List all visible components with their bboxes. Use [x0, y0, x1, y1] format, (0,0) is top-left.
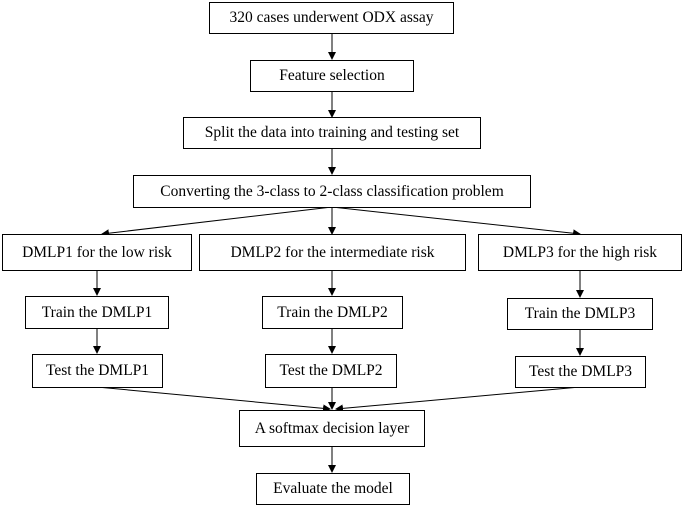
dmlp1-model-box: DMLP1 for the low risk — [2, 234, 192, 271]
step-evaluate-model: Evaluate the model — [256, 473, 410, 505]
test-dmlp1-box: Test the DMLP1 — [32, 354, 163, 388]
train-dmlp2-box: Train the DMLP2 — [262, 296, 403, 329]
step-split-data: Split the data into training and testing… — [183, 117, 481, 149]
train-dmlp1-box: Train the DMLP1 — [25, 296, 169, 329]
arrow-test1-to-softmax — [96, 386, 331, 413]
test-dmlp3-box: Test the DMLP3 — [515, 356, 646, 388]
test-dmlp2-box: Test the DMLP2 — [265, 354, 397, 388]
train-dmlp3-box: Train the DMLP3 — [507, 298, 653, 330]
arrow-test3-to-softmax — [335, 386, 581, 413]
dmlp2-model-box: DMLP2 for the intermediate risk — [199, 234, 466, 271]
arrow-convert-to-dmlp3 — [331, 206, 581, 238]
step-convert-classes: Converting the 3-class to 2-class classi… — [133, 175, 531, 208]
step-softmax-layer: A softmax decision layer — [239, 410, 425, 447]
step-feature-selection: Feature selection — [250, 60, 414, 92]
dmlp3-model-box: DMLP3 for the high risk — [478, 234, 682, 271]
arrow-convert-to-dmlp1 — [101, 206, 333, 238]
step-odx-assay: 320 cases underwent ODX assay — [209, 2, 454, 34]
